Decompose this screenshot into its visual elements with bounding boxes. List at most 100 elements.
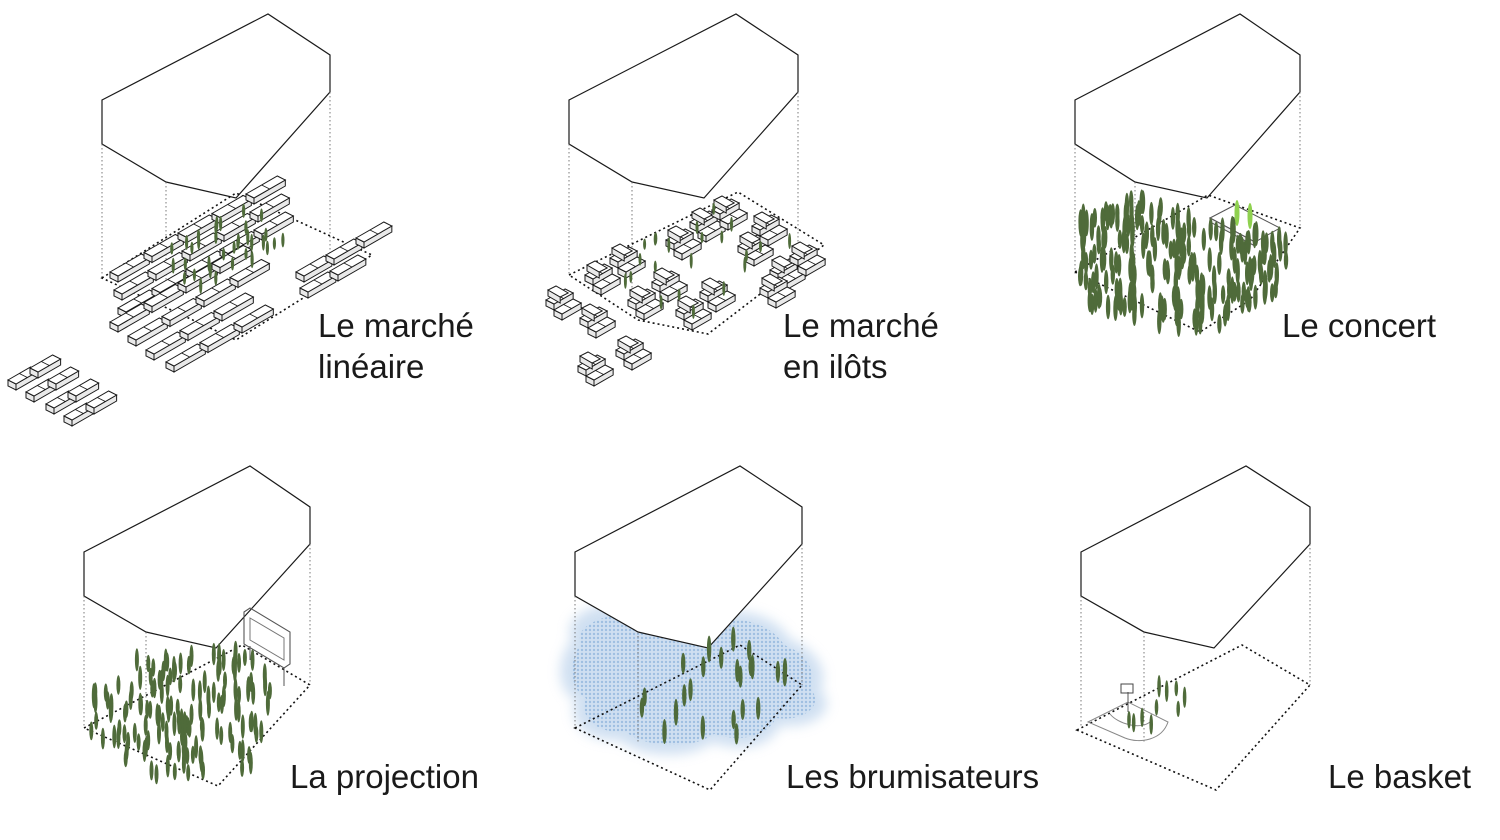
person-figure bbox=[1186, 235, 1192, 257]
person-figure bbox=[176, 709, 181, 728]
person-figure bbox=[117, 719, 122, 737]
person-figure bbox=[688, 678, 693, 701]
person-figure bbox=[1149, 201, 1154, 226]
person-figure bbox=[743, 256, 747, 273]
stall-top bbox=[628, 285, 652, 298]
person-figure bbox=[1200, 292, 1205, 319]
person-figure bbox=[731, 626, 736, 652]
person-figure bbox=[662, 719, 667, 744]
scenario-title-line-2: en ilôts bbox=[783, 348, 888, 385]
canopy-roof bbox=[574, 465, 803, 742]
person-figure bbox=[244, 220, 248, 235]
person-figure bbox=[152, 677, 157, 699]
person-figure bbox=[116, 675, 121, 695]
person-figure bbox=[1130, 218, 1135, 239]
person-figure bbox=[673, 698, 679, 726]
person-figure bbox=[1199, 272, 1204, 295]
person-figure bbox=[199, 277, 203, 294]
person-figure bbox=[250, 649, 255, 671]
person-figure bbox=[138, 665, 143, 690]
person-figure bbox=[1194, 310, 1199, 336]
person-figure bbox=[178, 675, 183, 694]
person-figure bbox=[1253, 284, 1258, 310]
person-figure bbox=[168, 742, 173, 761]
person-figure bbox=[157, 721, 161, 745]
panel-brumisateurs: Les brumisateurs bbox=[560, 465, 1039, 795]
person-figure bbox=[105, 691, 110, 710]
person-figure bbox=[1110, 264, 1116, 285]
person-figure bbox=[1110, 203, 1116, 225]
person-figure bbox=[196, 229, 201, 243]
person-figure bbox=[1162, 297, 1167, 321]
person-figure bbox=[1155, 216, 1161, 241]
person-figure bbox=[1178, 232, 1183, 257]
person-figure bbox=[272, 237, 276, 250]
person-figure bbox=[1158, 295, 1163, 317]
stall-top bbox=[712, 195, 736, 208]
person-figure bbox=[629, 270, 633, 283]
scenario-title-line-2: linéaire bbox=[318, 348, 424, 385]
person-figure bbox=[1273, 279, 1278, 299]
person-figure bbox=[233, 647, 238, 672]
person-figure bbox=[202, 670, 207, 694]
person-figure bbox=[171, 257, 175, 274]
person-figure bbox=[172, 711, 177, 736]
person-figure bbox=[691, 304, 695, 319]
person-figure bbox=[1247, 256, 1253, 284]
scenario-title: La projection bbox=[290, 758, 479, 795]
person-figure bbox=[1232, 246, 1237, 274]
person-figure bbox=[189, 703, 194, 725]
canopy-roof bbox=[1074, 13, 1301, 305]
person-figure bbox=[1170, 206, 1176, 230]
person-figure bbox=[198, 697, 203, 722]
person-figure bbox=[731, 709, 736, 730]
person-figure bbox=[1171, 238, 1177, 259]
person-figure bbox=[246, 677, 251, 702]
person-figure bbox=[1139, 215, 1145, 234]
person-figure bbox=[211, 681, 216, 704]
person-figure bbox=[91, 683, 96, 709]
canopy-roof bbox=[1080, 465, 1311, 742]
person-figure bbox=[190, 241, 194, 254]
person-figure bbox=[250, 233, 254, 252]
person-figure bbox=[1257, 249, 1263, 276]
person-figure bbox=[1080, 227, 1085, 253]
person-figure bbox=[200, 718, 205, 739]
person-figure bbox=[265, 240, 269, 256]
person-figure bbox=[659, 295, 663, 310]
canopy-roof bbox=[101, 13, 331, 305]
person-figure bbox=[720, 230, 724, 244]
person-figure bbox=[154, 764, 159, 785]
person-figure bbox=[1118, 277, 1123, 305]
person-figure bbox=[719, 646, 724, 669]
person-figure bbox=[267, 682, 272, 700]
person-figure bbox=[1113, 294, 1119, 315]
person-figure bbox=[1207, 247, 1212, 273]
person-figure bbox=[1129, 242, 1134, 264]
person-figure bbox=[1081, 203, 1086, 229]
person-figure bbox=[145, 699, 150, 719]
panel-marche-en-ilots: Le marché en ilôts bbox=[544, 13, 939, 387]
person-figure bbox=[682, 684, 687, 707]
person-figure bbox=[185, 235, 189, 250]
person-figure bbox=[1207, 285, 1212, 310]
person-figure bbox=[1192, 217, 1197, 238]
person-figure bbox=[183, 257, 187, 271]
stall-top bbox=[610, 243, 634, 256]
person-figure bbox=[94, 711, 99, 730]
person-figure bbox=[1115, 210, 1120, 232]
crowd bbox=[639, 626, 788, 745]
person-figure bbox=[281, 232, 285, 248]
players bbox=[1127, 675, 1187, 735]
person-figure bbox=[1161, 219, 1166, 243]
person-figure bbox=[230, 257, 235, 271]
person-figure bbox=[1124, 233, 1130, 254]
stall-top bbox=[760, 273, 784, 286]
person-figure bbox=[214, 229, 218, 244]
person-figure bbox=[197, 680, 202, 704]
person-figure bbox=[240, 714, 245, 739]
person-figure bbox=[217, 658, 222, 676]
person-figure bbox=[706, 635, 712, 663]
person-figure bbox=[1093, 288, 1098, 313]
person-figure bbox=[259, 720, 264, 744]
